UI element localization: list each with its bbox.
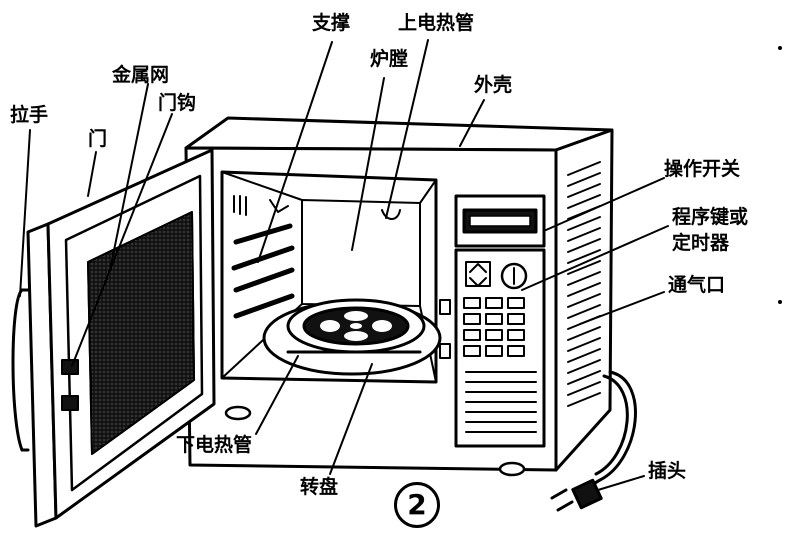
leader-lines <box>19 39 669 491</box>
label-metal-mesh: 金属网 <box>112 64 170 86</box>
label-vent: 通气口 <box>668 274 726 296</box>
figure-number: 2 <box>394 482 440 528</box>
label-program-key-line1: 程序键或 <box>672 206 749 228</box>
leader-vent <box>579 291 665 325</box>
leader-lower-heater <box>255 355 299 435</box>
leader-metal-mesh <box>109 83 149 271</box>
label-handle: 拉手 <box>10 104 49 126</box>
label-door: 门 <box>88 128 108 150</box>
power-cord <box>550 370 637 512</box>
speck <box>778 300 782 304</box>
leader-door <box>87 151 97 197</box>
label-turntable: 转盘 <box>300 476 339 498</box>
latch-hole-bottom <box>439 343 451 359</box>
label-upper-heater: 上电热管 <box>398 12 475 34</box>
speck <box>778 46 782 50</box>
leader-plug <box>597 475 645 491</box>
control-panel <box>454 194 546 448</box>
label-support: 支撑 <box>312 12 351 34</box>
oven-feet <box>224 405 526 477</box>
label-door-hook: 门钩 <box>158 92 197 114</box>
label-plug: 插头 <box>648 460 687 482</box>
leader-support <box>257 41 333 263</box>
leader-upper-heater <box>385 39 429 219</box>
leader-handle <box>19 129 31 297</box>
leader-turntable <box>329 363 373 475</box>
label-program-key-line2: 定时器 <box>672 232 730 254</box>
leader-program-key <box>521 225 669 291</box>
label-cavity: 炉膛 <box>370 48 409 70</box>
label-lower-heater: 下电热管 <box>176 434 253 456</box>
leader-door-hook <box>71 113 173 367</box>
leader-cavity <box>351 77 385 251</box>
turntable-graphic <box>262 298 442 376</box>
oven-door <box>11 148 216 528</box>
latch-hole-top <box>439 299 451 315</box>
label-control-switch: 操作开关 <box>664 158 741 180</box>
label-outer-shell: 外壳 <box>474 74 513 96</box>
leader-control-switch <box>545 177 665 231</box>
leader-outer-shell <box>459 99 485 147</box>
